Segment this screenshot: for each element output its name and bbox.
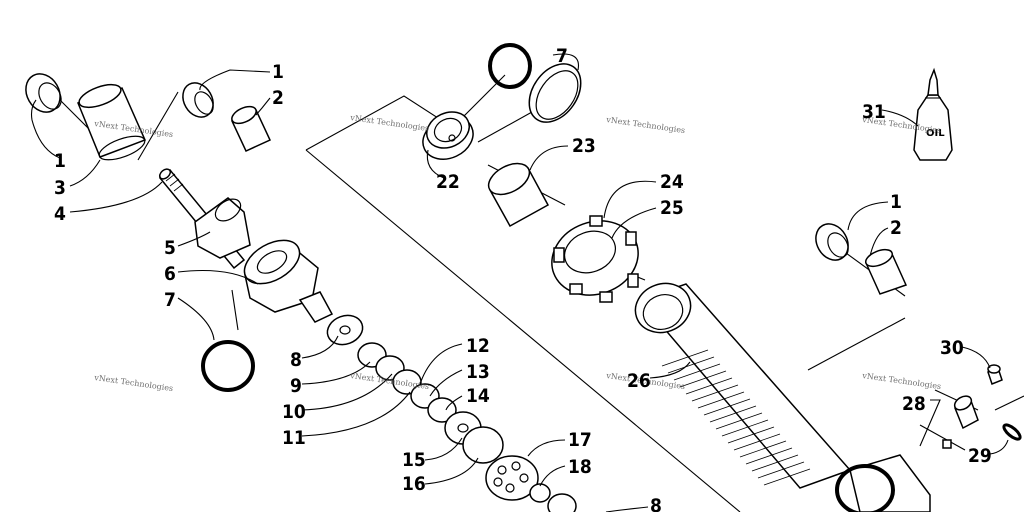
bushing-sleeve (231, 105, 271, 152)
piston-band-ring (528, 63, 582, 123)
bump-stop (194, 197, 251, 259)
callout-label: 2 (890, 217, 902, 239)
seal-head (243, 239, 334, 323)
air-valve (942, 395, 979, 449)
callout-label: 8 (650, 495, 662, 512)
callout-label: 11 (282, 427, 306, 449)
callout-label: 15 (402, 449, 426, 471)
valve-cap (987, 364, 1003, 385)
callout-label: 6 (164, 263, 176, 285)
callout-label: 13 (466, 361, 490, 383)
valve-stack (326, 314, 577, 512)
watermark-text: vNext Technologies (861, 371, 942, 391)
oil-bottle: OIL (913, 67, 953, 161)
callout-label: 10 (282, 401, 306, 423)
callout-label: 8 (290, 349, 302, 371)
callout-label: 3 (54, 177, 66, 199)
callout-label: 23 (572, 135, 596, 157)
callout-label: 1 (272, 61, 284, 83)
o-ring-bottom (835, 464, 895, 512)
callout-label: 22 (436, 171, 460, 193)
callout-label: 26 (627, 370, 651, 392)
spacer-sleeve (487, 162, 550, 228)
callout-label: 16 (402, 473, 426, 495)
callout-label: 17 (568, 429, 592, 451)
callout-label: 25 (660, 197, 684, 219)
callout-label: 7 (164, 289, 176, 311)
callout-label: 1 (54, 150, 66, 172)
callout-label: 29 (968, 445, 992, 467)
callout-label: 24 (660, 171, 684, 193)
bushing-seal-far-right (815, 223, 849, 261)
callout-label: 18 (568, 456, 592, 478)
valve-o-ring (1002, 423, 1022, 441)
callout-labels: 1 2 1 3 4 5 6 7 8 9 10 11 12 13 14 15 16… (54, 45, 992, 512)
callout-label: 4 (54, 203, 66, 225)
watermark-text: vNext Technologies (605, 115, 686, 135)
leader-lines (30, 53, 1009, 512)
callout-label: 14 (466, 385, 490, 407)
bushing-sleeve-far-right (864, 248, 908, 295)
callout-label: 5 (164, 237, 176, 259)
callout-label: 30 (940, 337, 964, 359)
watermark-text: vNext Technologies (93, 373, 174, 393)
shock-body (634, 282, 931, 512)
callout-label: 1 (890, 191, 902, 213)
callout-label: 7 (556, 45, 568, 67)
callout-label: 2 (272, 87, 284, 109)
watermark-text: vNext Technologies (349, 113, 430, 133)
spring-adjuster-nut (551, 215, 639, 303)
oil-bottle-label: OIL (926, 128, 945, 139)
bushing-seal-right (182, 82, 214, 118)
o-ring-left (201, 340, 255, 392)
reservoir-sleeve (77, 83, 147, 161)
callout-label: 9 (290, 375, 302, 397)
callout-label: 31 (862, 101, 886, 123)
bushing-seal-left (25, 73, 62, 113)
reservoir-piston (422, 111, 474, 160)
callout-label: 28 (902, 393, 926, 415)
o-ring-top (488, 43, 532, 89)
callout-label: 12 (466, 335, 490, 357)
